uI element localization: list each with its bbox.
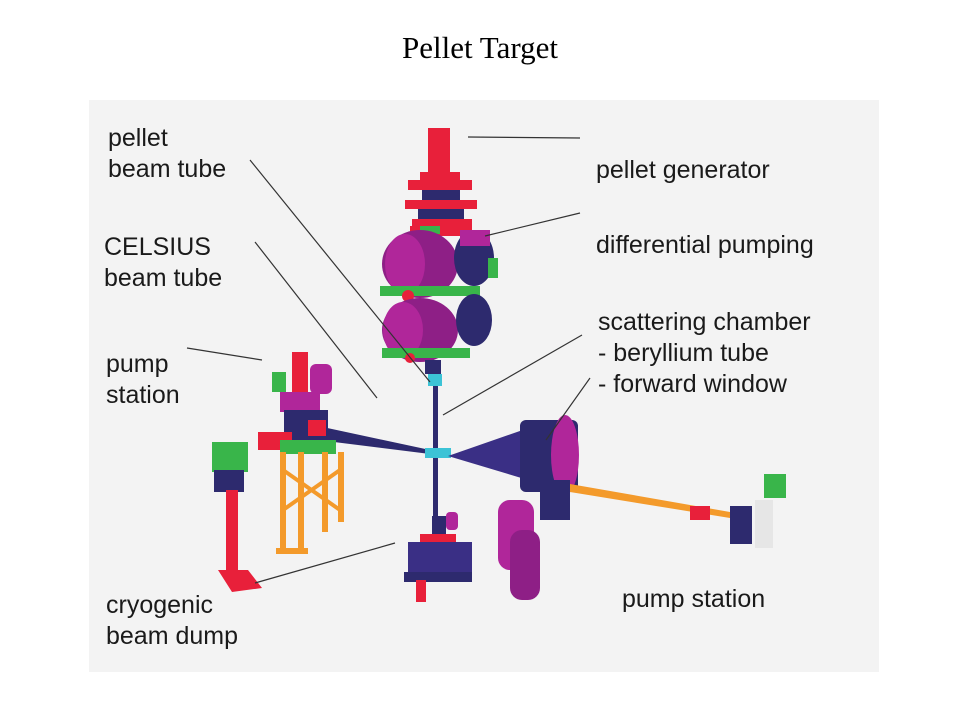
label-differential-pumping: differential pumping [596, 231, 814, 259]
leader-lines [186, 136, 591, 584]
leader-celsius-beam-tube [254, 241, 378, 399]
label-celsius-beam-tube: CELSIUS beam tube [104, 233, 223, 292]
scattering-chamber-shape [498, 415, 579, 600]
label-pellet-beam-tube: pellet beam tube [108, 124, 227, 183]
leader-differential-pumping [484, 212, 581, 237]
leader-pellet-generator [467, 136, 581, 139]
diagram-panel [89, 100, 879, 672]
label-pump-station-right: pump station [622, 585, 766, 613]
leader-pump-station-left [186, 347, 263, 361]
left-pump-station-shape [272, 352, 332, 440]
differential-pumping-assembly [380, 226, 498, 386]
label-cryogenic-beam-dump: cryogenic beam dump [106, 591, 239, 650]
leader-cryogenic-beam-dump [254, 542, 396, 584]
label-scattering-chamber: scattering chamber - beryllium tube - fo… [598, 308, 811, 398]
support-stand-shape [258, 432, 344, 554]
right-pump-station-shape [570, 474, 786, 548]
pellet-generator-assembly [405, 128, 477, 227]
bottom-dump-module-shape [404, 512, 472, 602]
label-pellet-generator: pellet generator [596, 156, 770, 184]
page-title: Pellet Target [402, 30, 558, 65]
leader-pellet-beam-tube [249, 159, 431, 383]
leader-scattering-chamber [442, 334, 583, 416]
cryogenic-beam-dump-shape [212, 442, 262, 592]
label-pump-station-left: pump station [106, 350, 180, 409]
leader-forward-window [545, 377, 591, 441]
